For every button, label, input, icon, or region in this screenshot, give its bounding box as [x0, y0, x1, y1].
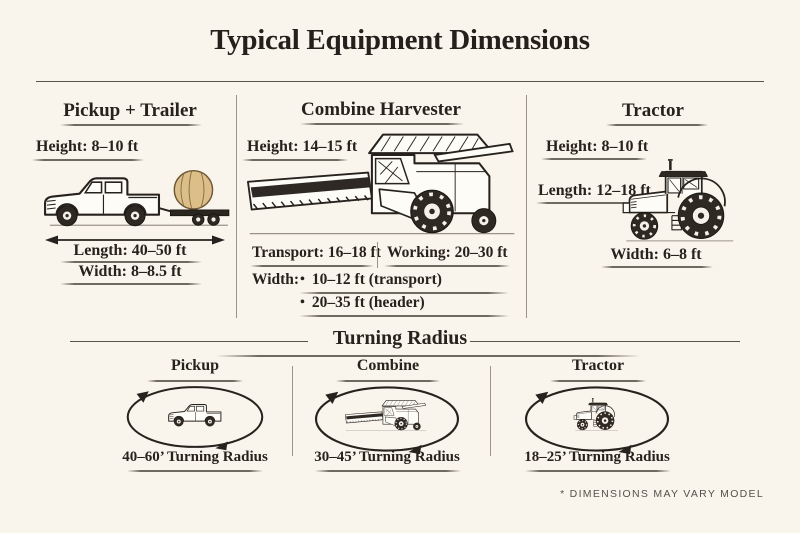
- bullet-icon: •: [300, 272, 305, 287]
- turning-section-title: Turning Radius: [332, 327, 468, 349]
- tractor-width-label: Width: 6–8 ft: [610, 246, 702, 263]
- combine-width-item-transport: •10–12 ft (transport): [300, 271, 442, 288]
- pickup-width-label: Width: 8–8.5 ft: [78, 263, 182, 280]
- turning-combine-diagram: [314, 386, 460, 455]
- turning-tractor-radius-label: 18–25’ Turning Radius: [524, 449, 670, 465]
- combine-width-item-header: •20–35 ft (header): [300, 294, 425, 311]
- column-divider-2: [526, 95, 527, 318]
- tractor-length-label: Length: 12–18 ft: [538, 182, 651, 199]
- turning-tractor-underline: [550, 380, 646, 382]
- hay-bale-icon: [173, 169, 214, 210]
- combine-mid-divider: [377, 242, 378, 268]
- pickup-section-title: Pickup + Trailer: [63, 100, 197, 121]
- turning-pickup-radius-underline: [127, 470, 263, 472]
- turning-pickup-diagram: [126, 386, 264, 451]
- turning-pickup-label: Pickup: [170, 357, 219, 374]
- turning-combine-radius-label: 30–45’ Turning Radius: [314, 449, 460, 465]
- turning-rule-left: [70, 341, 308, 343]
- combine-height-label: Height: 14–15 ft: [247, 138, 358, 155]
- combine-width-item2-underline: [299, 315, 509, 317]
- combine-harvester-icon: [344, 399, 427, 431]
- turning-rule-right: [470, 341, 740, 343]
- turning-divider-2: [490, 366, 491, 456]
- combine-working-label: Working: 20–30 ft: [387, 244, 508, 261]
- pickup-trailer-illustration: [44, 169, 230, 227]
- tractor-height-label: Height: 8–10 ft: [546, 138, 649, 155]
- turning-pickup-radius-label: 40–60’ Turning Radius: [122, 449, 268, 465]
- combine-height-underline: [242, 159, 348, 161]
- tractor-title-underline: [606, 124, 708, 126]
- title-rule: [36, 81, 764, 83]
- tractor-length-underline: [536, 202, 650, 204]
- turning-divider-1: [292, 366, 293, 456]
- turning-combine-underline: [336, 380, 440, 382]
- turning-combine-label: Combine: [356, 357, 420, 374]
- combine-title-underline: [300, 123, 464, 125]
- pickup-height-underline: [32, 159, 144, 161]
- combine-working-underline: [384, 265, 510, 267]
- combine-transport-label: Transport: 16–18 ft: [252, 244, 381, 261]
- combine-transport-underline: [250, 265, 374, 267]
- pickup-width-underline: [60, 283, 202, 285]
- turning-tractor-diagram: [524, 386, 670, 455]
- column-divider-1: [236, 95, 237, 318]
- length-arrow-icon: [45, 235, 225, 245]
- tractor-width-underline: [601, 266, 713, 268]
- combine-width-item1-underline: [299, 292, 509, 294]
- page-title: Typical Equipment Dimensions: [210, 24, 590, 56]
- pickup-truck-icon: [168, 403, 222, 427]
- tractor-illustration: [621, 157, 736, 243]
- tractor-height-underline: [541, 158, 647, 160]
- pickup-length-label: Length: 40–50 ft: [73, 242, 187, 259]
- turning-pickup-underline: [147, 380, 243, 382]
- turning-tractor-label: Tractor: [571, 357, 625, 374]
- turning-combine-radius-underline: [315, 470, 461, 472]
- pickup-length-underline: [60, 261, 202, 263]
- pickup-truck-icon: [44, 177, 161, 227]
- turning-tractor-radius-underline: [525, 470, 671, 472]
- combine-width-label: Width:: [252, 271, 300, 288]
- tractor-section-title: Tractor: [622, 100, 684, 121]
- tractor-icon: [573, 397, 619, 432]
- combine-section-title: Combine Harvester: [301, 99, 461, 120]
- dimensions-footnote: * DIMENSIONS MAY VARY MODEL: [560, 488, 764, 500]
- tractor-icon: [621, 157, 736, 243]
- turning-title-underline: [216, 355, 640, 357]
- pickup-height-label: Height: 8–10 ft: [36, 138, 139, 155]
- pickup-title-underline: [60, 124, 202, 126]
- bullet-icon: •: [300, 295, 305, 310]
